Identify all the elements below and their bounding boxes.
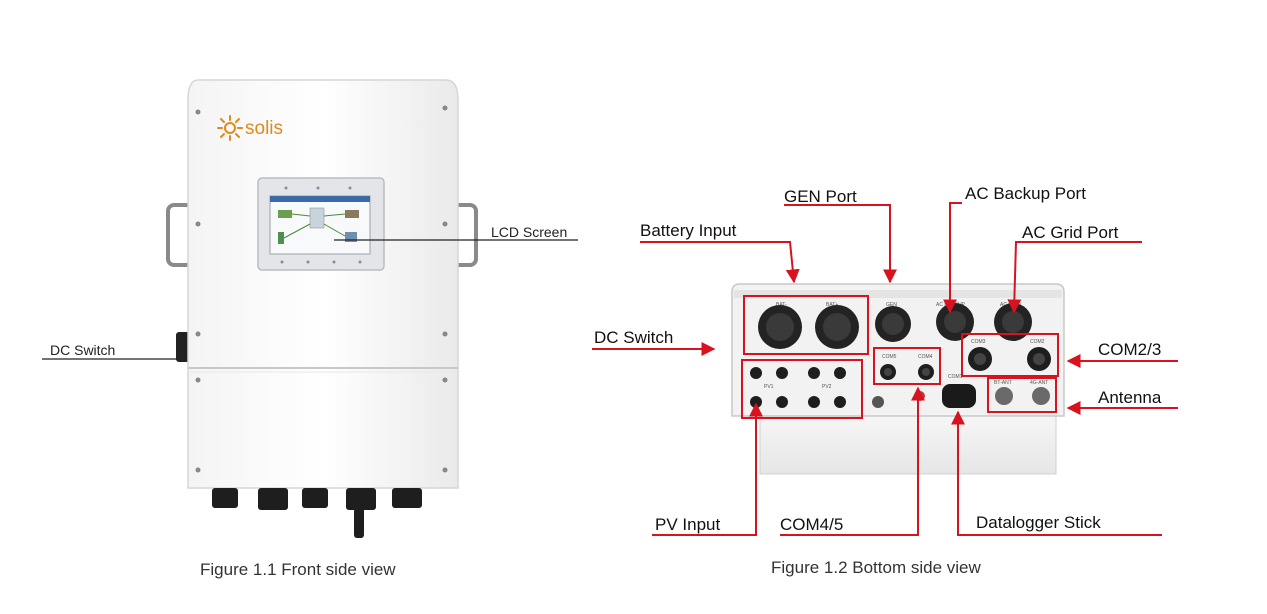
housing-lower — [759, 415, 1057, 475]
inverter-body — [187, 79, 459, 489]
com45-connectors: COM5 COM4 — [880, 354, 934, 380]
solis-logo: solis — [217, 115, 283, 141]
label-ac-grid-port: AC Grid Port — [1022, 223, 1119, 242]
lcd-header-bar — [270, 196, 370, 202]
sun-icon — [217, 115, 243, 141]
lcd-buttons — [280, 186, 362, 264]
label-dc-switch-bottom: DC Switch — [594, 328, 673, 347]
callout-arrows — [592, 202, 1178, 536]
brand-name: solis — [245, 118, 283, 139]
4g-antenna-port — [1032, 387, 1050, 405]
text-bat-plus: BAT+ — [826, 302, 838, 308]
caption-front: Figure 1.1 Front side view — [200, 560, 396, 579]
label-antenna: Antenna — [1098, 388, 1162, 407]
highlight-boxes — [741, 295, 1059, 419]
label-lcd-screen: LCD Screen — [491, 224, 567, 240]
label-com23: COM2/3 — [1098, 340, 1161, 359]
label-gen-port: GEN Port — [784, 187, 857, 206]
label-battery-input: Battery Input — [640, 221, 737, 240]
red-indicator — [915, 391, 925, 401]
lcd-flow-graphics — [278, 207, 359, 244]
label-dc-switch-front: DC Switch — [50, 342, 115, 358]
box-com23 — [961, 333, 1059, 377]
large-glands — [758, 303, 1032, 349]
box-antenna — [987, 377, 1057, 413]
datalogger-port — [942, 384, 976, 408]
label-datalogger-stick: Datalogger Stick — [976, 513, 1101, 532]
text-pv2: PV2 — [822, 384, 832, 390]
text-bat-minus: BAT- — [776, 302, 787, 308]
text-com4: COM4 — [918, 354, 933, 360]
com23-connectors: COM3 COM2 — [968, 339, 1051, 371]
text-4g-ant: 4G-ANT — [1030, 380, 1048, 386]
label-ac-backup-port: AC Backup Port — [965, 184, 1086, 203]
front-screws — [195, 105, 448, 473]
bottom-panel — [731, 283, 1065, 417]
bt-antenna-port — [995, 387, 1013, 405]
front-cable-glands — [212, 488, 422, 538]
text-bt-ant: BT-ANT — [994, 380, 1012, 386]
text-com5: COM5 — [882, 354, 897, 360]
bottom-view: BAT- BAT+ GEN AC BACKUP AC GRID COM3 COM… — [592, 184, 1178, 577]
text-com3: COM3 — [971, 339, 986, 345]
caption-bottom: Figure 1.2 Bottom side view — [771, 558, 981, 577]
front-view: solis — [42, 79, 578, 579]
label-pv-input: PV Input — [655, 515, 720, 534]
box-com45 — [873, 347, 941, 385]
text-pv1: PV1 — [764, 384, 774, 390]
text-com2: COM2 — [1030, 339, 1045, 345]
label-com45: COM4/5 — [780, 515, 843, 534]
vent-plug — [872, 396, 884, 408]
text-gen: GEN — [886, 302, 897, 308]
box-pv — [741, 359, 863, 419]
text-com1: COM1 — [948, 374, 963, 380]
box-battery — [743, 295, 869, 355]
